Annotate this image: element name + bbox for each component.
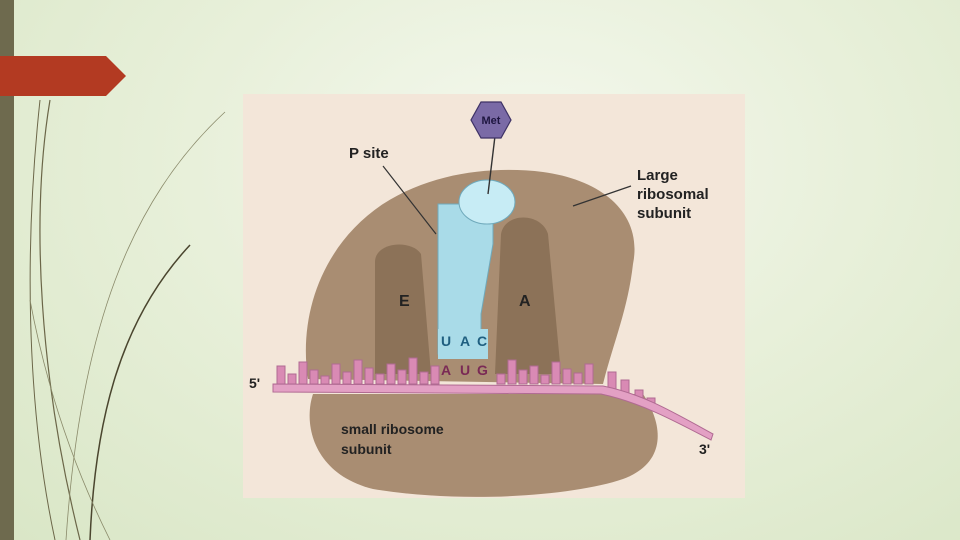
mrna-base: [519, 370, 527, 384]
mrna-base: [508, 360, 516, 384]
a-site-label: A: [519, 293, 531, 310]
met-label: Met: [482, 115, 501, 127]
mrna-base: [332, 364, 340, 384]
ribosome-diagram: Met P site Large ribosomal subunit E A U…: [243, 94, 745, 498]
anticodon-base-1: U: [441, 333, 451, 349]
mrna-base: [321, 376, 329, 384]
mrna-base: [376, 374, 384, 384]
mrna-base: [420, 372, 428, 384]
mrna-base: [299, 362, 307, 384]
mrna-base: [310, 370, 318, 384]
mrna-base: [409, 358, 417, 384]
mrna-base: [497, 374, 505, 384]
codon-base-1: A: [441, 362, 451, 378]
three-prime-label: 3': [699, 441, 710, 457]
mrna-base: [431, 366, 439, 384]
mrna-base: [398, 370, 406, 384]
small-subunit-label-line1: small ribosome: [341, 421, 444, 437]
anticodon-base-3: C: [477, 333, 487, 349]
mrna-base: [552, 362, 560, 384]
mrna-base: [343, 372, 351, 384]
mrna-base: [288, 374, 296, 384]
large-subunit-label-line3: subunit: [637, 205, 691, 222]
mrna-base: [563, 369, 571, 384]
large-subunit-label-line1: Large: [637, 167, 678, 184]
codon-base-2: U: [460, 362, 470, 378]
mrna-base: [277, 366, 285, 384]
mrna-base: [387, 364, 395, 384]
mrna-base: [574, 373, 582, 384]
mrna-base: [541, 375, 549, 384]
anticodon-base-2: A: [460, 333, 470, 349]
title-accent-arrow: [0, 56, 130, 98]
mrna-base: [530, 366, 538, 384]
mrna-base: [585, 364, 593, 384]
large-subunit-label-line2: ribosomal: [637, 186, 709, 203]
five-prime-label: 5': [249, 375, 260, 391]
mrna-base: [354, 360, 362, 384]
codon-base-3: G: [477, 362, 488, 378]
e-site-label: E: [399, 293, 410, 310]
mrna-base: [365, 368, 373, 384]
p-site-label: P site: [349, 145, 389, 162]
small-subunit-label-line2: subunit: [341, 441, 392, 457]
